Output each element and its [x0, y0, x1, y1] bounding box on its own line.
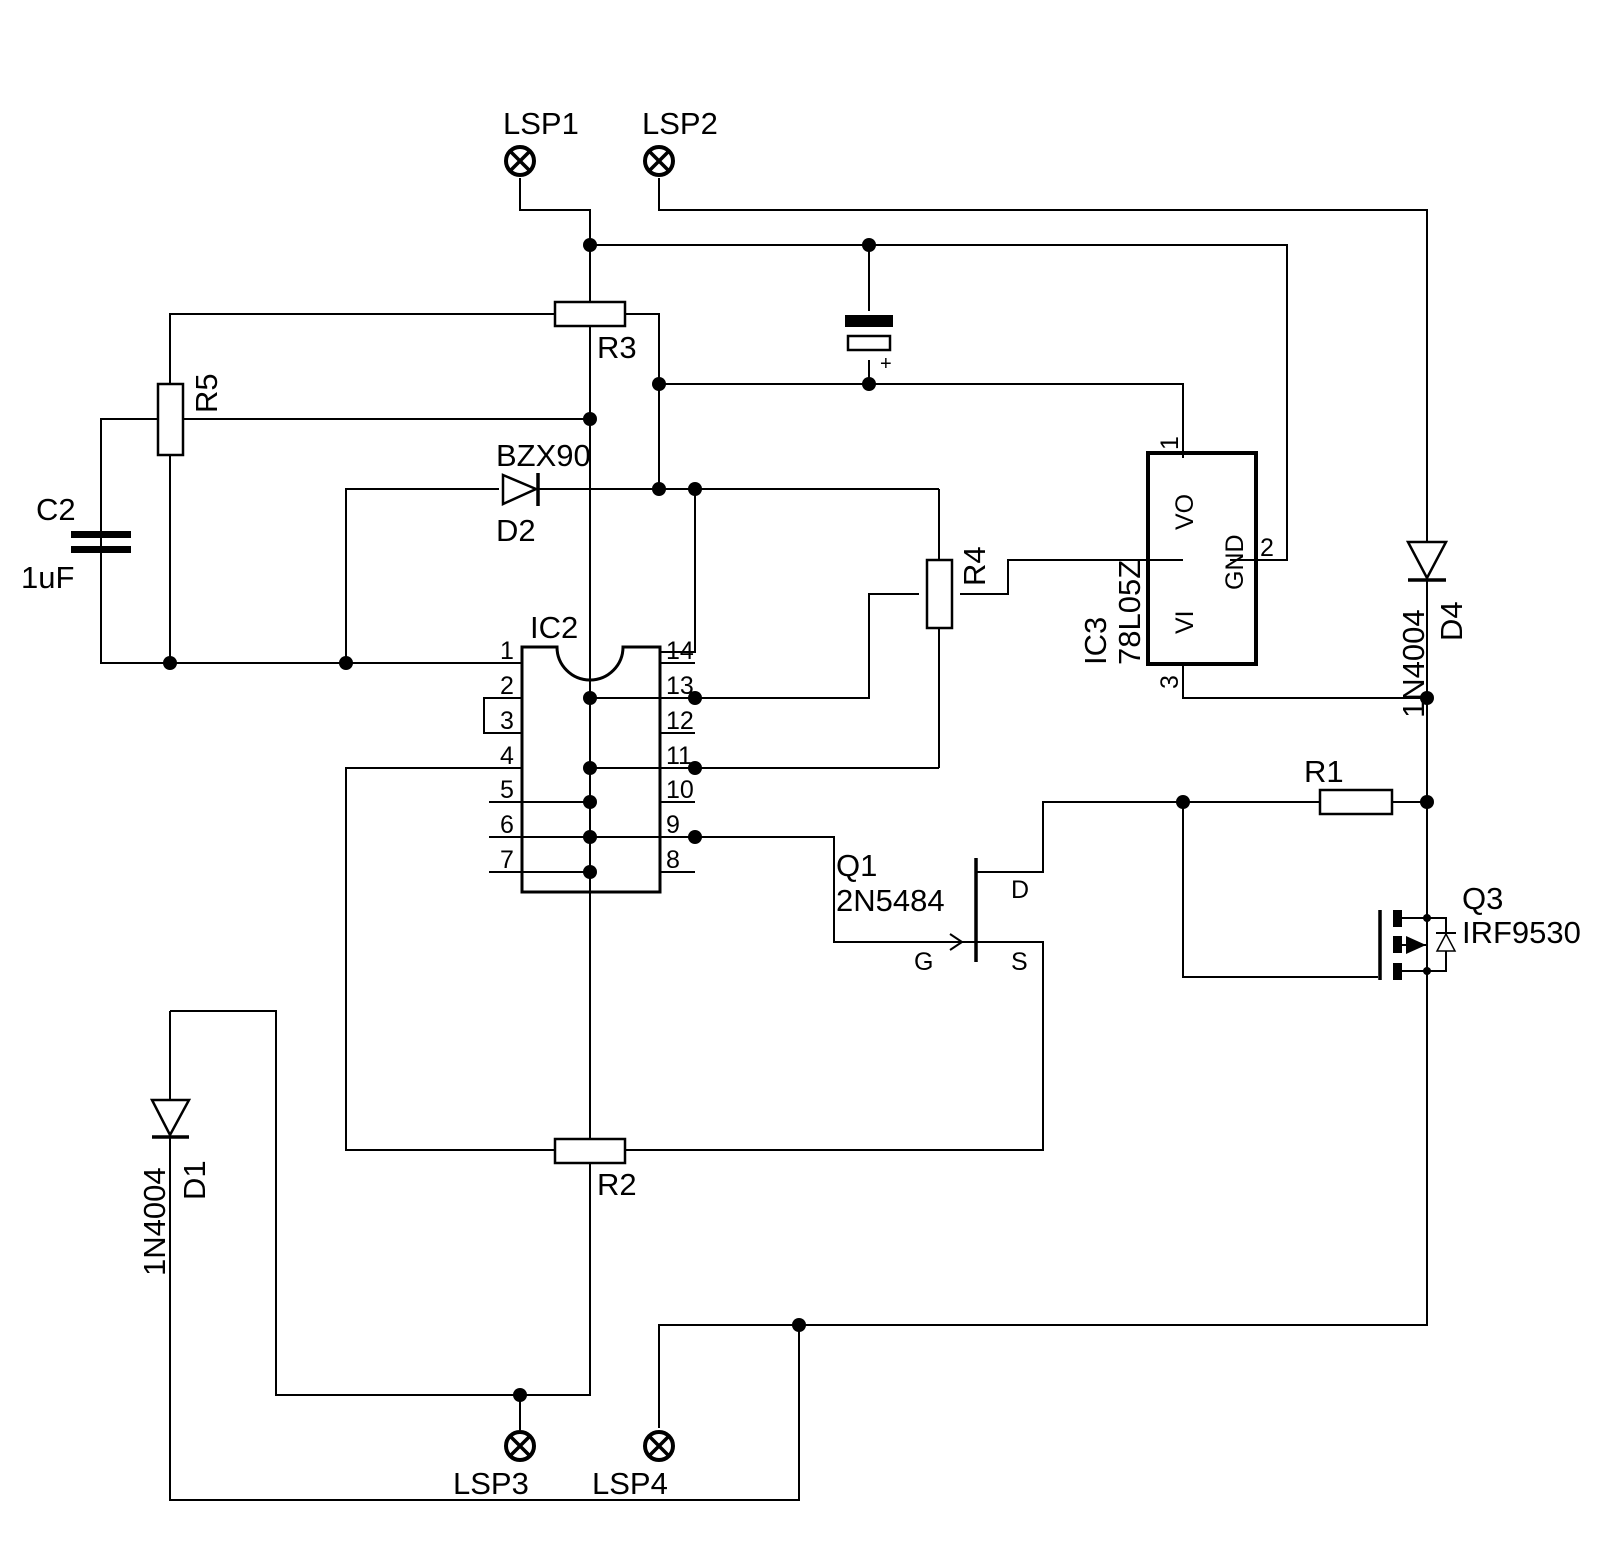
capacitor-c2: C2 1uF — [21, 492, 131, 595]
ic2-pin-12: 12 — [666, 707, 694, 735]
ic2-pin-11: 11 — [666, 742, 692, 770]
capacitor-c1: + — [845, 315, 893, 375]
connector-lsp2: LSP2 — [642, 106, 718, 177]
c2-label: C2 — [36, 492, 76, 527]
ic3-pin-2: 2 — [1260, 534, 1274, 562]
diode-d4: D4 1N4004 — [1396, 210, 1469, 718]
q3-value: IRF9530 — [1462, 915, 1581, 950]
ic3-value: 78L05Z — [1112, 560, 1147, 665]
connector-lsp4: LSP4 — [592, 1430, 675, 1501]
d1-value: 1N4004 — [137, 1167, 172, 1276]
ic2-pin-1: 1 — [500, 637, 514, 665]
ic2-pin-13: 13 — [666, 672, 694, 700]
transistor-q3: Q3 IRF9530 — [1378, 802, 1581, 1325]
ic-ic3: VO GND VI 1 2 3 IC3 78L05Z — [1078, 436, 1274, 689]
resistor-r2: R2 — [553, 1137, 637, 1202]
ic2-pin-2: 2 — [500, 672, 514, 700]
ic2-pin-4: 4 — [500, 742, 514, 770]
r5-label: R5 — [189, 373, 224, 413]
ic2-pin-10: 10 — [666, 776, 694, 804]
diode-d1: D1 1N4004 — [137, 1098, 212, 1276]
resistor-r1: R1 — [1304, 754, 1394, 816]
d2-value: BZX90 — [496, 438, 591, 473]
r2-label: R2 — [597, 1167, 637, 1202]
ic3-label: IC3 — [1078, 617, 1113, 665]
r1-label: R1 — [1304, 754, 1344, 789]
ic2-pin-7: 7 — [500, 846, 514, 874]
ic2-pin-6: 6 — [500, 811, 514, 839]
lsp1-label: LSP1 — [503, 106, 579, 141]
lsp3-label: LSP3 — [453, 1466, 529, 1501]
c1-polarity: + — [880, 353, 892, 375]
lsp2-label: LSP2 — [642, 106, 718, 141]
ic3-pin-1: 1 — [1156, 436, 1184, 450]
connector-lsp3: LSP3 — [453, 1430, 536, 1501]
q1-label: Q1 — [836, 848, 877, 883]
q1-pin-s: S — [1011, 948, 1028, 976]
d4-label: D4 — [1434, 601, 1469, 641]
r3-label: R3 — [597, 330, 637, 365]
ic3-pin-3: 3 — [1156, 675, 1184, 689]
resistor-r5: R5 — [156, 373, 224, 457]
ic2-pin-8: 8 — [666, 846, 680, 874]
connector-lsp1: LSP1 — [503, 106, 579, 177]
lsp4-label: LSP4 — [592, 1466, 668, 1501]
ic2-pin-14: 14 — [666, 637, 694, 665]
ic2-pin-5: 5 — [500, 776, 514, 804]
q1-pin-d: D — [1011, 876, 1029, 904]
d4-value: 1N4004 — [1396, 609, 1431, 718]
transistor-q1: Q1 2N5484 D S G — [836, 848, 1029, 976]
resistor-r4: R4 — [925, 546, 992, 630]
ic3-pin-gnd: GND — [1221, 534, 1249, 590]
ic-ic2: IC2 1 2 3 4 5 6 7 14 13 12 11 10 9 8 — [489, 610, 695, 894]
ic2-pin-3: 3 — [500, 707, 514, 735]
q1-pin-g: G — [914, 948, 933, 976]
r4-label: R4 — [957, 546, 992, 586]
junctions — [163, 238, 1434, 1402]
q3-label: Q3 — [1462, 881, 1503, 916]
wires — [100, 178, 1428, 1501]
c2-value: 1uF — [21, 560, 74, 595]
ic3-pin-vi: VI — [1171, 610, 1199, 634]
resistor-r3: R3 — [553, 300, 637, 365]
ic3-pin-vo: VO — [1171, 494, 1199, 530]
q1-value: 2N5484 — [836, 883, 945, 918]
ic2-label: IC2 — [530, 610, 578, 645]
d1-label: D1 — [177, 1160, 212, 1200]
ic2-pin-9: 9 — [666, 811, 680, 839]
d2-label: D2 — [496, 513, 536, 548]
diode-d2: BZX90 D2 — [496, 438, 591, 548]
